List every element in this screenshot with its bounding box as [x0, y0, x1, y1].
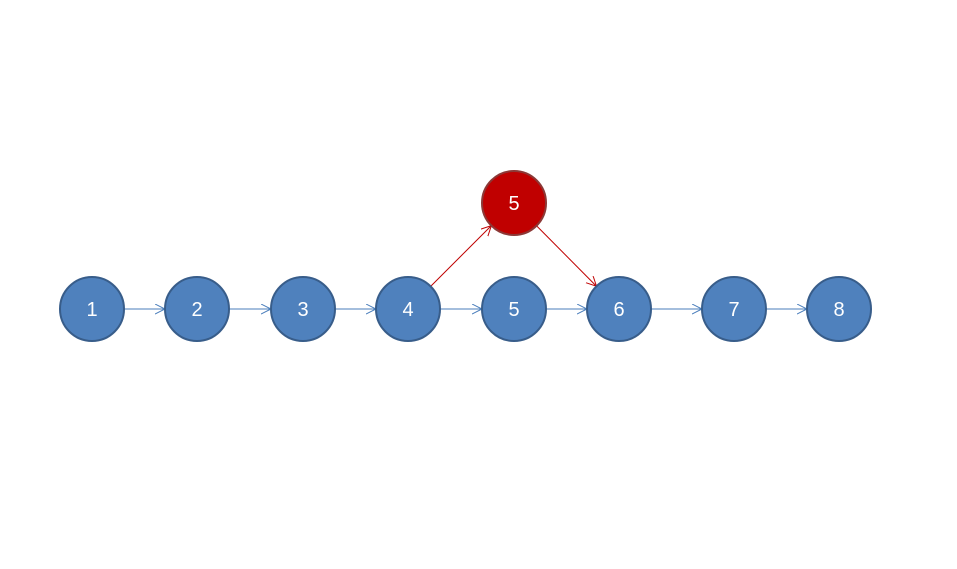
list-node-7-circle	[701, 276, 767, 342]
inserted-edge-arrow-7	[430, 226, 492, 287]
list-node-2: 2	[164, 276, 230, 342]
list-node-4-label: 4	[402, 299, 413, 321]
list-node-7-label: 7	[728, 299, 739, 321]
nodes-layer: 1 2 3 4 5 6 7 8 5	[59, 170, 872, 342]
edges-layer	[124, 226, 807, 309]
list-node-3-circle	[270, 276, 336, 342]
inserted-node-label: 5	[508, 193, 519, 215]
list-node-1-circle	[59, 276, 125, 342]
list-node-5: 5	[481, 276, 547, 342]
list-node-4-circle	[375, 276, 441, 342]
list-node-1: 1	[59, 276, 125, 342]
list-node-6: 6	[586, 276, 652, 342]
list-node-3-label: 3	[297, 299, 308, 321]
list-node-8-label: 8	[833, 299, 844, 321]
list-node-1-label: 1	[86, 299, 97, 321]
list-node-5-label: 5	[508, 299, 519, 321]
list-node-3: 3	[270, 276, 336, 342]
list-node-8-circle	[806, 276, 872, 342]
inserted-edge-arrow-8	[536, 225, 597, 287]
list-node-7: 7	[701, 276, 767, 342]
list-node-5-circle	[481, 276, 547, 342]
list-node-4: 4	[375, 276, 441, 342]
list-node-6-label: 6	[613, 299, 624, 321]
inserted-node-circle	[481, 170, 547, 236]
list-node-2-label: 2	[191, 299, 202, 321]
inserted-node: 5	[481, 170, 547, 236]
list-node-8: 8	[806, 276, 872, 342]
list-node-6-circle	[586, 276, 652, 342]
list-node-2-circle	[164, 276, 230, 342]
